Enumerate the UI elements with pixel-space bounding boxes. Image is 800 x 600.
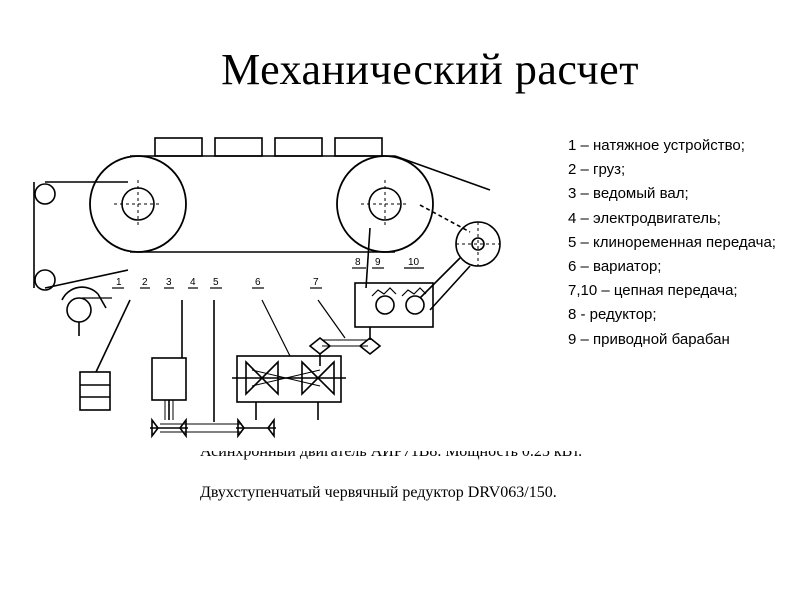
callout-6: 6 [255, 277, 261, 288]
legend-item: 6 – вариатор; [568, 257, 662, 275]
chain-drive [308, 299, 382, 366]
callout-5: 5 [213, 277, 219, 288]
legend-item: 9 – приводной барабан [568, 330, 730, 348]
component-legend: 1 – натяжное устройство; 2 – груз; 3 – в… [568, 134, 800, 352]
load-weight [79, 299, 131, 411]
belt-to-motor [365, 155, 501, 311]
callout-8: 8 [355, 257, 361, 268]
electric-motor [151, 300, 187, 420]
legend-item: 8 - редуктор; [568, 306, 657, 324]
legend-item: 4 – электродвигатель; [568, 209, 721, 227]
tension-device [61, 286, 112, 336]
callout-10: 10 [408, 257, 420, 268]
slide-title: Механический расчет [221, 45, 639, 94]
driven-pulley [89, 155, 187, 253]
callout-2: 2 [142, 277, 148, 288]
legend-item: 7,10 – цепная передача; [568, 282, 738, 300]
callout-1: 1 [116, 277, 122, 288]
callout-9: 9 [375, 257, 381, 268]
v-belt-drive [150, 300, 276, 439]
conveyor-kinematic-diagram: 1 2 3 4 5 6 7 8 9 10 [33, 137, 501, 439]
legend-item: 5 – клиноременная передача; [568, 233, 776, 251]
motor-spec-text: Асинхронный двигатель АИР71В8. Мощность … [200, 443, 583, 460]
conveyor-belt [130, 155, 395, 253]
callout-4: 4 [190, 277, 196, 288]
callout-7: 7 [313, 277, 319, 288]
legend-item: 3 – ведомый вал; [568, 185, 689, 203]
reducer-spec-text: Двухступенчатый червячный редуктор DRV06… [200, 484, 557, 501]
tensioner-belt-loop [33, 181, 129, 291]
variator [232, 299, 346, 420]
drive-drum [336, 155, 434, 253]
belt-cargo-blocks [154, 137, 383, 157]
callout-labels: 1 2 3 4 5 6 7 8 9 10 [116, 257, 420, 288]
legend-item: 2 – груз; [568, 161, 626, 179]
callout-leaders [112, 267, 424, 289]
gear-reducer [354, 282, 434, 340]
legend-item: 1 – натяжное устройство; [568, 137, 745, 154]
callout-3: 3 [166, 277, 172, 288]
